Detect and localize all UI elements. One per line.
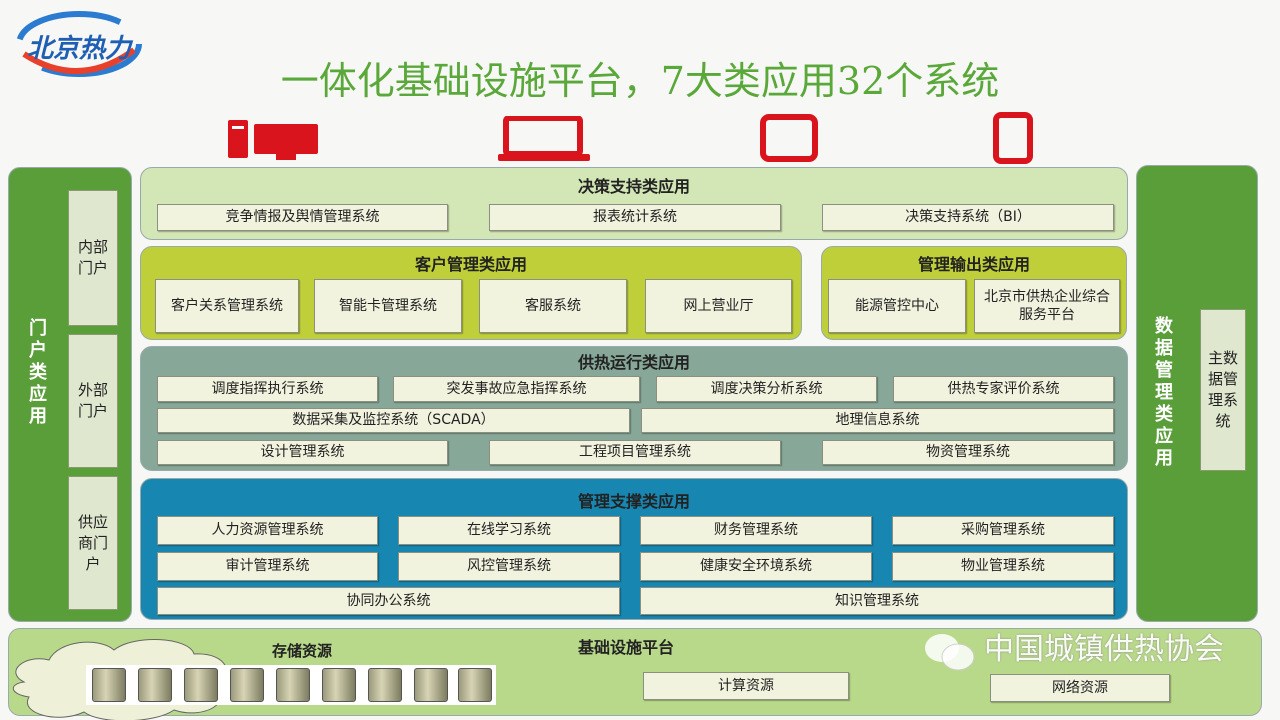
portal-external[interactable]: 外部门户 — [68, 334, 118, 468]
phone-icon — [993, 112, 1033, 164]
logo: 北京热力 — [14, 10, 144, 78]
system-box[interactable]: 客户关系管理系统 — [155, 279, 299, 333]
system-box[interactable]: 物资管理系统 — [822, 440, 1114, 465]
server-icon — [368, 668, 402, 702]
system-box[interactable]: 供热专家评价系统 — [893, 376, 1114, 402]
system-box[interactable]: 地理信息系统 — [641, 408, 1114, 433]
system-box[interactable]: 人力资源管理系统 — [157, 516, 378, 545]
system-box[interactable]: 健康安全环境系统 — [640, 552, 872, 581]
system-box[interactable]: 决策支持系统（BI） — [822, 204, 1114, 231]
system-box[interactable]: 设计管理系统 — [157, 440, 448, 465]
system-box[interactable]: 在线学习系统 — [398, 516, 620, 545]
logo-text: 北京热力 — [26, 34, 131, 64]
wechat-icon — [925, 634, 975, 671]
system-box[interactable]: 突发事故应急指挥系统 — [393, 376, 640, 402]
watermark-text: 中国城镇供热协会 — [984, 632, 1224, 667]
customer-title: 客户管理类应用 — [414, 255, 527, 274]
base-title: 基础设施平台 — [578, 638, 675, 657]
system-box[interactable]: 协同办公系统 — [157, 587, 620, 615]
portal-supplier[interactable]: 供应商门户 — [68, 476, 118, 610]
system-box[interactable]: 智能卡管理系统 — [314, 279, 462, 333]
page-title: 一体化基础设施平台，7大类应用32个系统 — [280, 59, 1000, 103]
system-box[interactable]: 风控管理系统 — [398, 552, 620, 581]
server-icon — [276, 668, 310, 702]
system-box[interactable]: 网上营业厅 — [645, 279, 792, 333]
desktop-icon — [228, 120, 318, 160]
server-icon — [184, 668, 218, 702]
portal-title: 门户类应用 — [26, 318, 47, 428]
system-box[interactable]: 审计管理系统 — [157, 552, 378, 581]
network-resource[interactable]: 网络资源 — [990, 674, 1170, 702]
server-icon — [230, 668, 264, 702]
system-box[interactable]: 财务管理系统 — [640, 516, 872, 545]
system-box[interactable]: 知识管理系统 — [640, 587, 1114, 615]
tablet-icon — [760, 114, 818, 162]
compute-resource[interactable]: 计算资源 — [643, 672, 849, 700]
server-icon — [138, 668, 172, 702]
system-box[interactable]: 报表统计系统 — [489, 204, 781, 231]
server-icon — [322, 668, 356, 702]
decision-title: 决策支持类应用 — [577, 177, 690, 196]
laptop-icon — [498, 116, 590, 161]
data-mgmt-title: 数据管理类应用 — [1152, 316, 1173, 470]
heating-title: 供热运行类应用 — [577, 353, 690, 372]
system-box[interactable]: 工程项目管理系统 — [489, 440, 781, 465]
output-title: 管理输出类应用 — [917, 255, 1030, 274]
server-icon — [92, 668, 126, 702]
system-box[interactable]: 客服系统 — [479, 279, 627, 333]
system-box[interactable]: 能源管控中心 — [828, 279, 966, 333]
system-box[interactable]: 物业管理系统 — [892, 552, 1114, 581]
storage-label: 存储资源 — [272, 642, 333, 660]
portal-internal[interactable]: 内部门户 — [68, 190, 118, 326]
master-data-system[interactable]: 主数据管理系统 — [1200, 309, 1246, 471]
logo-rings-icon — [16, 11, 142, 77]
system-box[interactable]: 数据采集及监控系统（SCADA） — [157, 408, 630, 433]
server-icon — [458, 668, 492, 702]
system-box[interactable]: 竞争情报及舆情管理系统 — [157, 204, 448, 231]
system-box[interactable]: 调度决策分析系统 — [656, 376, 877, 402]
system-box[interactable]: 采购管理系统 — [892, 516, 1114, 545]
server-icon — [414, 668, 448, 702]
system-box[interactable]: 北京市供热企业综合服务平台 — [974, 279, 1120, 333]
support-title: 管理支撑类应用 — [577, 492, 690, 511]
system-box[interactable]: 调度指挥执行系统 — [157, 376, 378, 402]
